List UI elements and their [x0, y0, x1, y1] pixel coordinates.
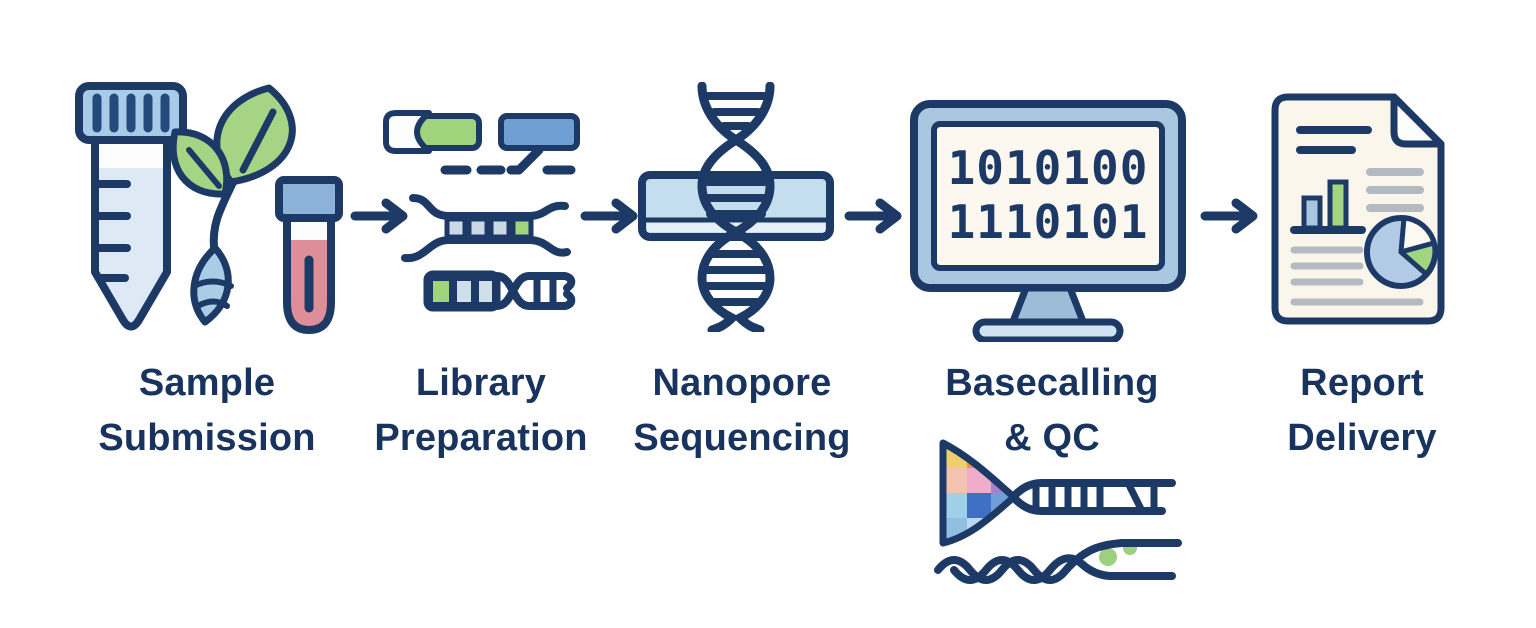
screen-binary-line2: 1110101 — [948, 195, 1149, 249]
stage-label-line: Sample — [138, 362, 276, 404]
stage-label-line: & QC — [1004, 417, 1100, 460]
stage-label-line: Basecalling — [945, 362, 1159, 404]
stage-label-line: Preparation — [374, 417, 588, 460]
stage-label-line: Library — [415, 362, 547, 404]
library-prep-icon — [383, 110, 580, 312]
stage-label-line: Submission — [98, 417, 316, 460]
stage-label-library-preparation: Library Preparation — [321, 356, 641, 466]
stage-label-line: Nanopore — [652, 362, 832, 404]
stage-label-line: Delivery — [1287, 417, 1437, 460]
flow-arrow-icon — [844, 198, 902, 234]
report-document-icon — [1271, 93, 1445, 325]
qc-signal-funnel-icon — [934, 439, 1182, 584]
flow-arrow-icon — [1200, 198, 1258, 234]
sample-tubes-icon — [75, 82, 343, 334]
screen-binary-line1: 1010100 — [948, 141, 1149, 195]
stage-label-report-delivery: Report Delivery — [1202, 356, 1522, 466]
basecalling-monitor-icon: 1010100 1110101 — [910, 100, 1186, 342]
stage-label-basecalling-qc: Basecalling & QC — [892, 356, 1212, 466]
flow-arrow-icon — [350, 198, 408, 234]
stage-label-sample-submission: Sample Submission — [47, 356, 367, 466]
nanopore-membrane-icon — [638, 82, 834, 332]
stage-label-line: Sequencing — [633, 417, 851, 460]
stage-label-nanopore-sequencing: Nanopore Sequencing — [582, 356, 902, 466]
flow-arrow-icon — [580, 198, 638, 234]
stage-label-line: Report — [1300, 362, 1424, 404]
